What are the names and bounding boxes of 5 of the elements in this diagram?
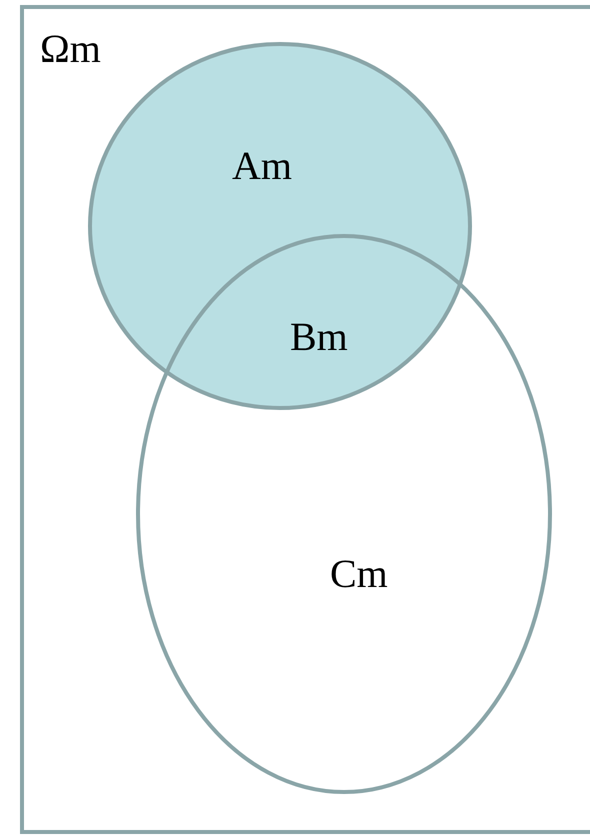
intersection-label: Bm — [290, 317, 348, 357]
set-label: Cm — [330, 554, 388, 594]
set-label: Ωm — [40, 29, 101, 69]
universe-box — [20, 5, 590, 834]
set-label: Am — [232, 146, 292, 186]
